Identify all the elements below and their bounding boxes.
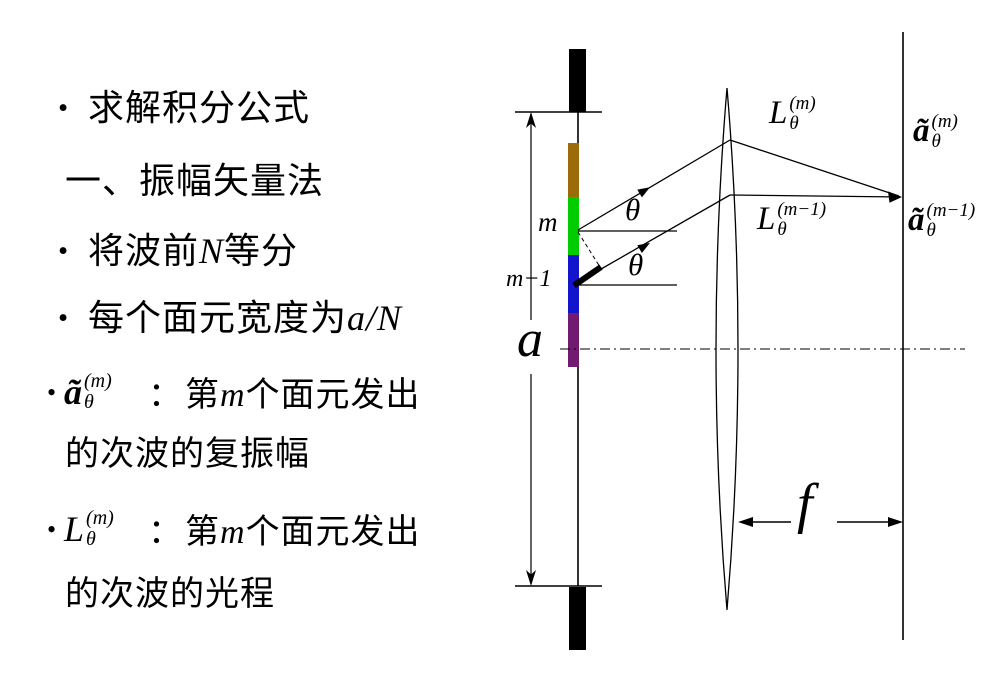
fullwidth-colon: ： xyxy=(148,514,182,551)
focal-dim-arrowhead-right xyxy=(888,517,903,527)
perpendicular-dashed-line xyxy=(577,231,601,268)
bullet-dot: • xyxy=(58,92,69,124)
ray-m-arrowhead xyxy=(637,187,650,198)
label-element-m: m xyxy=(538,207,558,237)
line-text: 第 xyxy=(185,377,220,414)
variable-m: m xyxy=(220,377,246,414)
line-optical-path-cont: 的次波的光程 xyxy=(65,576,275,614)
bullet-dot: • xyxy=(47,378,57,407)
ray-from-element-m xyxy=(577,139,731,231)
focused-ray-m xyxy=(729,139,900,197)
barrier-top-block xyxy=(569,49,586,112)
bullet-line-solve-integral: • 求解积分公式 xyxy=(58,88,310,128)
fullwidth-colon: ： xyxy=(148,377,182,414)
line-text: 每个面元宽度为 xyxy=(88,298,348,338)
dimension-arrowhead-up xyxy=(526,112,536,128)
line-text: 的次波的复振幅 xyxy=(65,436,310,473)
wavefront-segment-purple xyxy=(568,313,579,367)
wavefront-segment-brown xyxy=(568,143,579,197)
symbol-L: L(m)θ xyxy=(64,507,114,550)
bullet-line-complex-amplitude-def: • ã(m)θ ： 第m个面元发出 xyxy=(0,370,520,430)
label-complex-amplitude-m-1: ã(m−1)θ xyxy=(908,200,976,241)
line-text: 的次波的光程 xyxy=(65,576,275,613)
line-text: 个面元发出 xyxy=(245,514,421,551)
barrier-bottom-block xyxy=(569,587,586,650)
bullet-line-divide-wavefront: • 将波前N等分 xyxy=(58,231,298,271)
symbol-a-tilde: ã(m)θ xyxy=(64,370,112,413)
line-text: 等分 xyxy=(224,231,299,271)
bullet-line-element-width: • 每个面元宽度为a/N xyxy=(58,298,402,338)
label-theta-lower: θ xyxy=(628,247,644,282)
heading-amplitude-vector-method: 一、振幅矢量法 xyxy=(65,161,324,201)
bullet-dot: • xyxy=(58,302,69,334)
dimension-arrowhead-down xyxy=(526,570,536,586)
variable-N: N xyxy=(199,231,225,271)
path-difference-thick-mark xyxy=(572,264,603,288)
converging-lens xyxy=(715,87,739,611)
label-optical-path-m-1: L(m−1)θ xyxy=(757,199,827,240)
line-text: 将波前 xyxy=(88,231,200,271)
focused-ray-m-1 xyxy=(729,194,900,198)
wavefront-segment-green xyxy=(568,197,579,255)
bullet-line-optical-path-def: • L(m)θ ： 第m个面元发出 xyxy=(0,507,520,567)
line-text: 求解积分公式 xyxy=(88,88,311,128)
label-complex-amplitude-m: ã(m)θ xyxy=(913,111,958,152)
line-text: 第 xyxy=(185,514,220,551)
label-element-m-minus-1: m−1 xyxy=(506,266,552,292)
variable-a-over-N: a/N xyxy=(347,298,403,338)
label-optical-path-m: L(m)θ xyxy=(769,93,816,134)
line-complex-amplitude-cont: 的次波的复振幅 xyxy=(65,436,310,474)
ray-m-1-arrowhead xyxy=(637,242,650,253)
label-aperture-width-a: a xyxy=(517,311,543,368)
variable-m: m xyxy=(220,514,246,551)
line-text: 一、振幅矢量法 xyxy=(65,161,325,201)
bullet-dot: • xyxy=(58,235,69,267)
line-text: 个面元发出 xyxy=(245,377,421,414)
label-theta-upper: θ xyxy=(625,192,641,227)
focal-dim-arrowhead-left xyxy=(738,517,753,527)
label-focal-length-f: f xyxy=(797,473,813,535)
bullet-dot: • xyxy=(47,515,57,544)
focal-point-arrowhead xyxy=(888,191,902,203)
